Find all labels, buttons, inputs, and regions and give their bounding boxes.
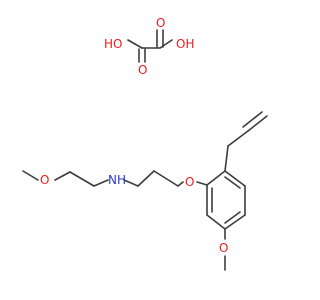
bond-ring-allyl bbox=[224, 145, 229, 172]
bond-c1-oh bbox=[127, 39, 143, 49]
oxalic-acid: HO O O OH bbox=[104, 16, 194, 77]
bond-allyl-double-a bbox=[247, 115, 268, 132]
main-molecule: O NH O O bbox=[22, 111, 268, 271]
ring-bond-2 bbox=[224, 170, 246, 187]
atom-o-ether: O bbox=[185, 175, 194, 189]
ring-bond-4 bbox=[224, 214, 246, 230]
bond-ch2-o-ether bbox=[177, 181, 184, 187]
atom-o-methoxy-ring: O bbox=[219, 241, 228, 255]
structure-drawing: HO O O OH O NH bbox=[22, 16, 268, 271]
ring-inner-double-1 bbox=[224, 176, 241, 189]
atom-nh: NH bbox=[108, 173, 126, 187]
molecule-canvas: HO O O OH O NH bbox=[22, 16, 268, 271]
bond-allyl-single bbox=[227, 130, 249, 147]
ring-inner-double-2 bbox=[224, 211, 241, 224]
atom-ho-left: HO bbox=[104, 37, 122, 51]
bond-n-ch2 bbox=[123, 179, 139, 187]
atom-o-carbonyl-left: O bbox=[138, 63, 147, 77]
atom-o-carbonyl-right: O bbox=[156, 16, 165, 30]
bond-ch2-ch2 bbox=[69, 171, 95, 187]
bond-ch3-o bbox=[22, 170, 39, 181]
ring-bond-5 bbox=[206, 214, 226, 230]
bond-allyl-double-b bbox=[242, 111, 263, 128]
bond-c2-oh bbox=[159, 39, 173, 49]
atom-o-methoxy-chain: O bbox=[40, 173, 49, 187]
ring-bond-1 bbox=[206, 170, 226, 186]
atom-oh-right: OH bbox=[176, 37, 194, 51]
bond-o-ether-ring bbox=[196, 181, 208, 186]
bond-propyl-1 bbox=[137, 170, 155, 187]
bond-propyl-2 bbox=[153, 170, 179, 187]
bond-ch2-n bbox=[93, 179, 109, 187]
bond-o-ch2 bbox=[54, 171, 71, 181]
